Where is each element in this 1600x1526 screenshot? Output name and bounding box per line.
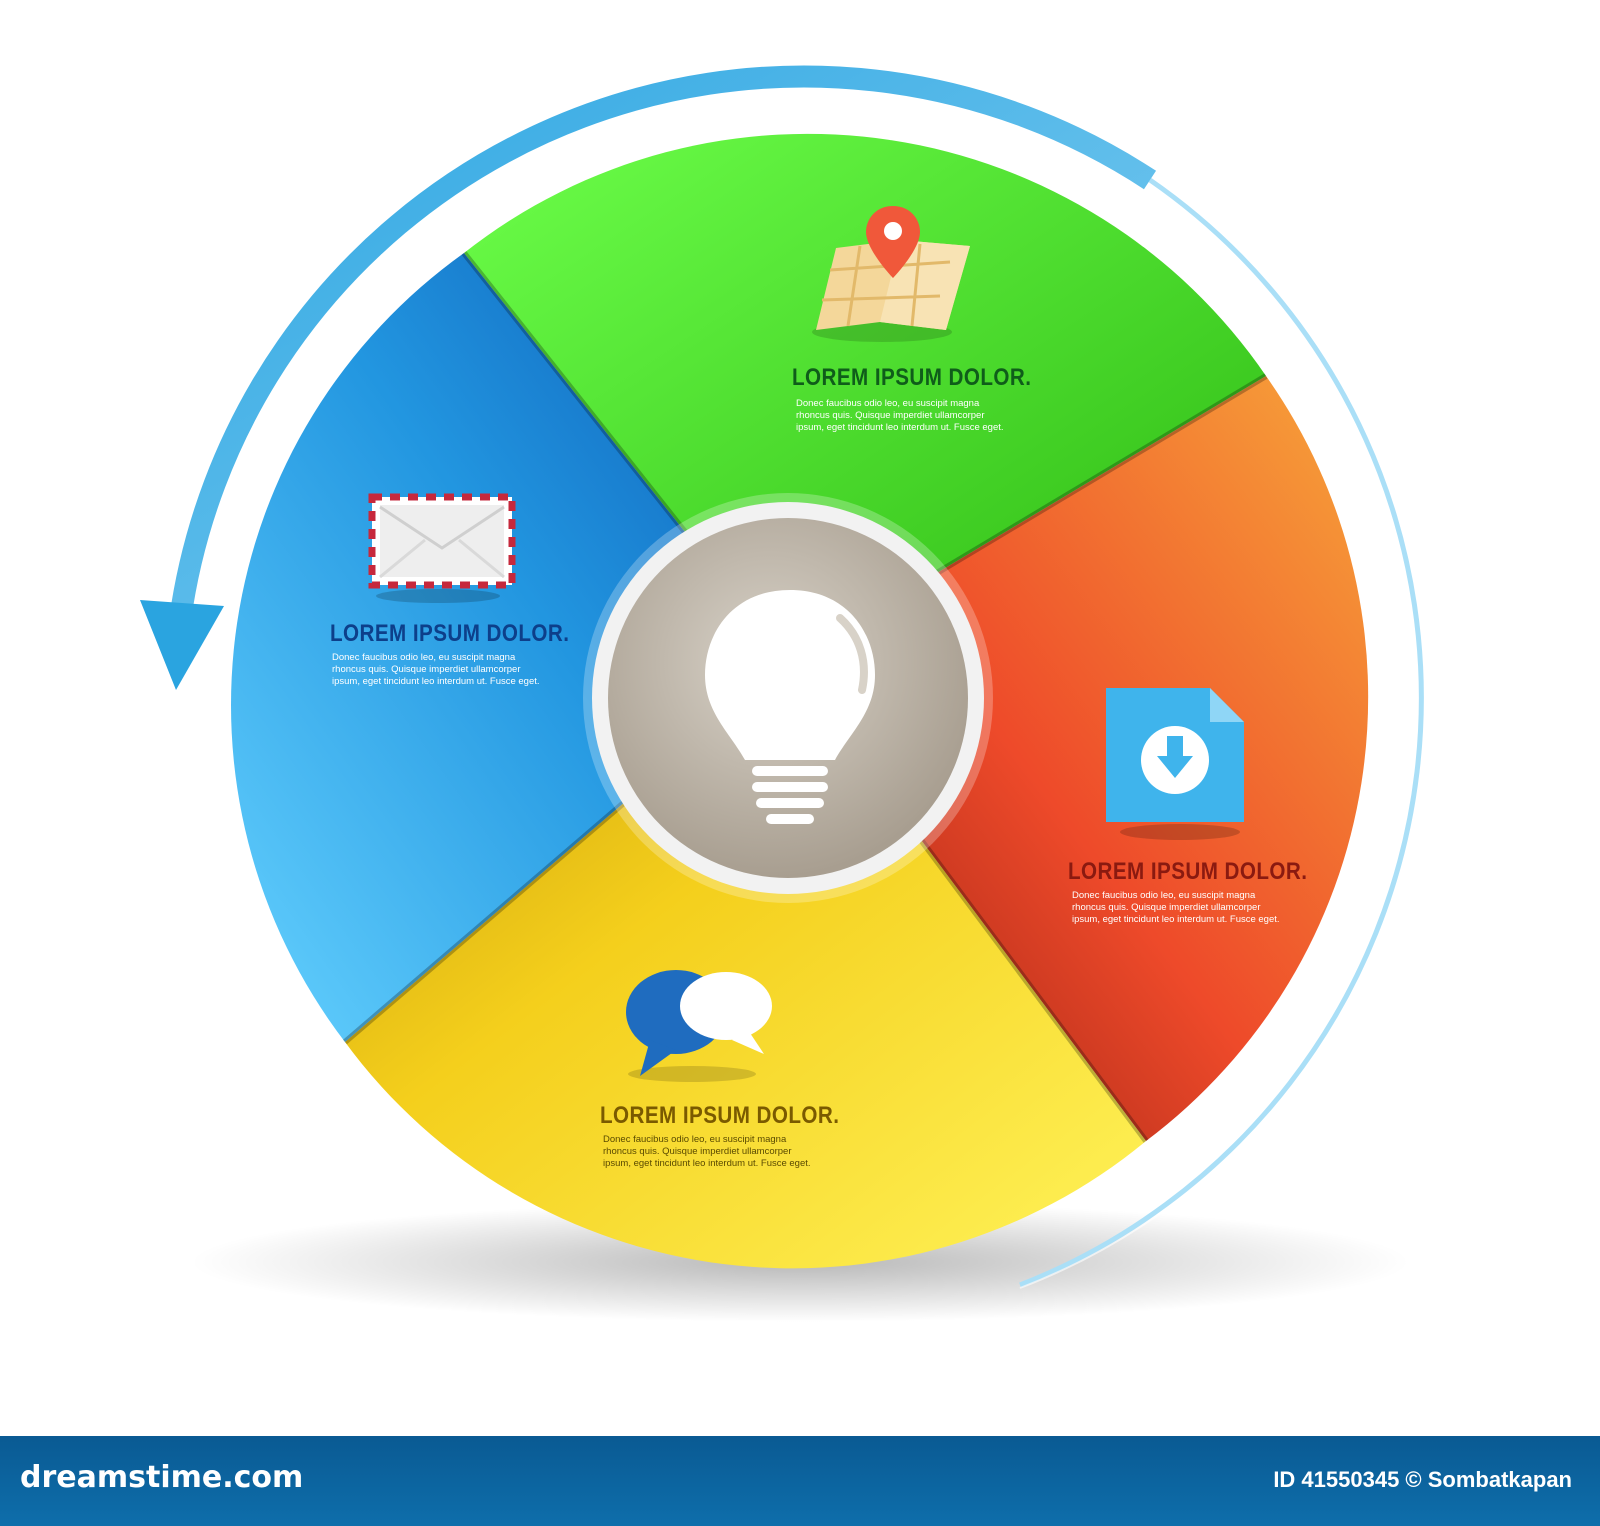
footer-credit: ID 41550345 © Sombatkapan [1273, 1467, 1572, 1492]
segment-yellow-title: LOREM IPSUM DOLOR. [600, 1102, 840, 1129]
segment-green [464, 133, 1266, 663]
segment-blue-body: Donec faucibus odio leo, eu suscipit mag… [332, 652, 540, 687]
segment-yellow-body: Donec faucibus odio leo, eu suscipit mag… [603, 1134, 811, 1169]
cycle-diagram-graphic [140, 65, 1431, 1322]
footer-bar: dreamstime.com ID 41550345 © Sombatkapan [0, 1436, 1600, 1526]
segment-blue-title: LOREM IPSUM DOLOR. [330, 620, 570, 647]
segment-blue [231, 253, 789, 1042]
segment-orange [788, 376, 1369, 1141]
segment-green-title: LOREM IPSUM DOLOR. [792, 364, 1032, 391]
map-pin-icon [812, 206, 970, 342]
footer-site-name[interactable]: dreamstime.com [20, 1460, 304, 1495]
lightbulb-icon [705, 590, 875, 824]
segment-orange-title: LOREM IPSUM DOLOR. [1068, 858, 1308, 885]
segment-yellow [345, 662, 1146, 1269]
cycle-diagram: LOREM IPSUM DOLOR. Donec faucibus odio l… [140, 65, 1431, 1322]
pie-segments [231, 133, 1369, 1269]
envelope-icon [368, 493, 516, 603]
cycle-arrow [140, 65, 1431, 1289]
segment-green-body: Donec faucibus odio leo, eu suscipit mag… [796, 398, 1004, 433]
chat-bubbles-icon [626, 970, 772, 1082]
segment-orange-body: Donec faucibus odio leo, eu suscipit mag… [1072, 890, 1280, 925]
download-file-icon [1106, 688, 1244, 840]
